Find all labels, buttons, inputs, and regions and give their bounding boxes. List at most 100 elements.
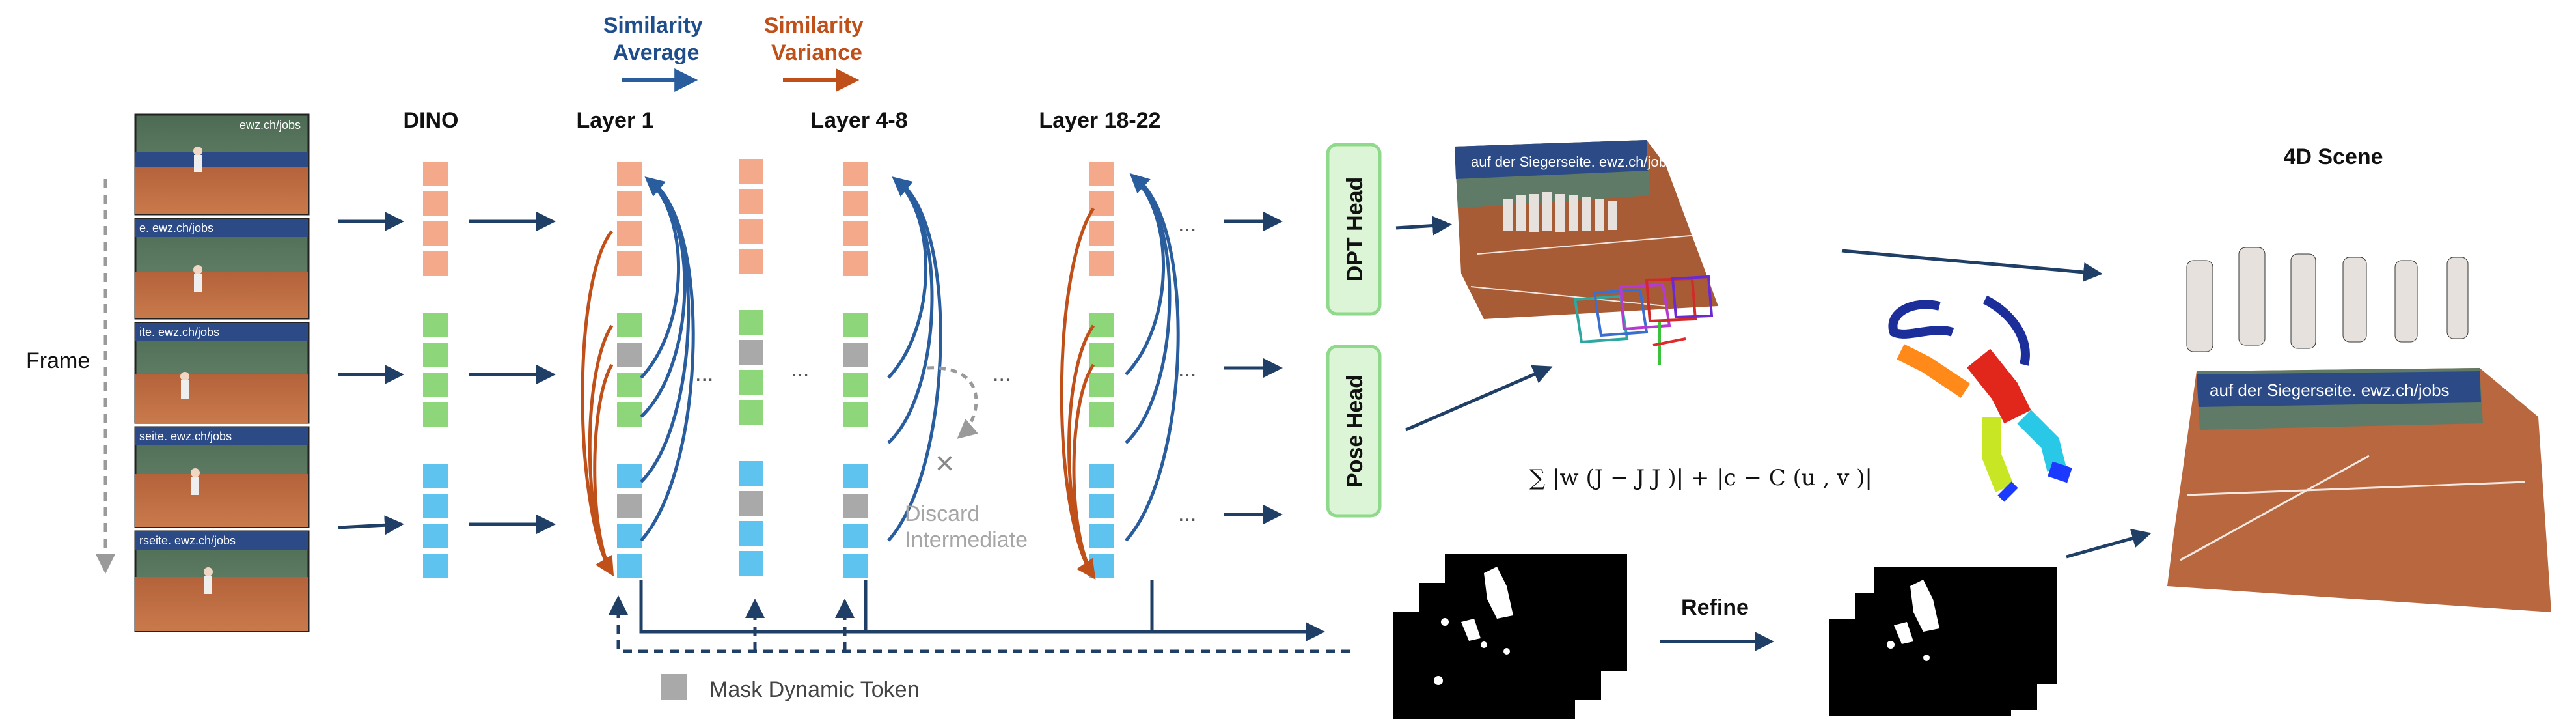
token bbox=[1089, 402, 1114, 427]
token bbox=[1089, 313, 1114, 337]
token bbox=[739, 521, 763, 546]
token bbox=[843, 191, 868, 216]
frame-watermark: e. ewz.ch/jobs bbox=[139, 221, 213, 234]
token bbox=[617, 373, 642, 397]
frame-watermark: ite. ewz.ch/jobs bbox=[139, 326, 219, 339]
token bbox=[1089, 524, 1114, 548]
token bbox=[423, 221, 448, 246]
human-pose-figure bbox=[1888, 295, 2072, 502]
token bbox=[739, 310, 763, 335]
4d-scene-reconstruction: auf der Siegerseite. ewz.ch/jobs bbox=[2167, 247, 2551, 612]
token bbox=[1089, 373, 1114, 397]
token bbox=[739, 159, 763, 184]
token bbox=[843, 221, 868, 246]
mask-feedback-dashed bbox=[609, 595, 1350, 653]
dpt-head-label: DPT Head bbox=[1343, 177, 1367, 282]
token bbox=[739, 370, 763, 395]
token bbox=[1089, 221, 1114, 246]
discard-intermediate-label: Discard Intermediate bbox=[905, 501, 1028, 552]
token bbox=[423, 313, 448, 337]
column-title-dino: DINO bbox=[404, 108, 459, 133]
discard-arrow bbox=[927, 366, 978, 439]
token bbox=[423, 251, 448, 276]
column-title-layer4-8: Layer 4-8 bbox=[810, 108, 907, 133]
token bbox=[1089, 251, 1114, 276]
token bbox=[423, 343, 448, 367]
masked-dynamic-token bbox=[843, 343, 868, 367]
token bbox=[423, 494, 448, 518]
ellipsis: ... bbox=[695, 361, 713, 386]
token bbox=[843, 554, 868, 578]
token bbox=[423, 191, 448, 216]
token bbox=[617, 402, 642, 427]
ellipsis: ... bbox=[1178, 357, 1196, 382]
masked-dynamic-token bbox=[617, 343, 642, 367]
pose-head-label: Pose Head bbox=[1343, 374, 1367, 488]
mask-stack-refined bbox=[1829, 567, 2057, 716]
token bbox=[423, 554, 448, 578]
column-title-layer1: Layer 1 bbox=[576, 108, 653, 133]
masked-dynamic-token bbox=[617, 494, 642, 518]
token bbox=[423, 373, 448, 397]
token bbox=[617, 554, 642, 578]
token bbox=[1089, 343, 1114, 367]
frame-thumbnail: rseite. ewz.ch/jobs bbox=[134, 530, 310, 632]
feedback-connections bbox=[639, 580, 1325, 641]
layer-to-head-arrows bbox=[1224, 212, 1283, 524]
frame-thumbnail: e. ewz.ch/jobs bbox=[134, 218, 310, 320]
layer-ellipses: ... ... ... ... ... ... bbox=[695, 212, 1196, 526]
refine-label: Refine bbox=[1681, 595, 1749, 620]
ellipsis: ... bbox=[993, 361, 1011, 386]
ellipsis: ... bbox=[1178, 501, 1196, 526]
scene-banner: auf der Siegerseite. ewz.ch/jobs bbox=[1471, 154, 1674, 170]
head-output-arrows bbox=[1395, 216, 2152, 559]
layer4-8-similarity-arcs bbox=[887, 176, 942, 542]
pose-head: Pose Head bbox=[1326, 345, 1382, 518]
token bbox=[617, 221, 642, 246]
token bbox=[423, 524, 448, 548]
dino-to-layer1-arrows bbox=[469, 212, 556, 534]
token bbox=[617, 162, 642, 186]
token bbox=[843, 251, 868, 276]
token-columns bbox=[423, 159, 1114, 578]
token bbox=[843, 464, 868, 488]
point-cloud-reconstruction: auf der Siegerseite. ewz.ch/jobs bbox=[1455, 140, 1718, 365]
token bbox=[423, 464, 448, 488]
masked-dynamic-token bbox=[843, 494, 868, 518]
token bbox=[423, 402, 448, 427]
token bbox=[1089, 494, 1114, 518]
token bbox=[423, 162, 448, 186]
similarity-average-label: Similarity Average bbox=[603, 13, 709, 65]
token bbox=[617, 464, 642, 488]
similarity-variance-label: Similarity Variance bbox=[764, 13, 870, 65]
token bbox=[739, 249, 763, 274]
token bbox=[617, 251, 642, 276]
token bbox=[739, 189, 763, 214]
mask-dynamic-token-label: Mask Dynamic Token bbox=[709, 677, 920, 702]
mask-dynamic-token-swatch bbox=[661, 674, 687, 700]
loss-formula: ∑ |w (J − J J )| + |c − C (u , v )| bbox=[1529, 465, 1872, 491]
frame-thumbnail: seite. ewz.ch/jobs bbox=[134, 426, 310, 528]
mask-stack-raw bbox=[1393, 554, 1627, 719]
token bbox=[739, 219, 763, 244]
layer18-22-similarity-arcs bbox=[1060, 173, 1180, 580]
token bbox=[739, 461, 763, 486]
masked-dynamic-token bbox=[739, 491, 763, 516]
frame-watermark: ewz.ch/jobs bbox=[240, 119, 301, 132]
token bbox=[739, 400, 763, 425]
token bbox=[739, 551, 763, 576]
frame-stack: ewz.ch/jobs e. ewz.ch/jobs ite. ewz.ch/j… bbox=[134, 113, 310, 632]
discard-x-icon: × bbox=[935, 445, 954, 481]
scene-title: 4D Scene bbox=[2283, 145, 2383, 169]
token bbox=[1089, 464, 1114, 488]
token bbox=[1089, 162, 1114, 186]
frame-thumbnail: ite. ewz.ch/jobs bbox=[134, 322, 310, 424]
frame-watermark: rseite. ewz.ch/jobs bbox=[139, 534, 236, 547]
layer1-similarity-arcs bbox=[581, 176, 695, 577]
token bbox=[843, 373, 868, 397]
dpt-head: DPT Head bbox=[1326, 143, 1382, 316]
column-title-layer18-22: Layer 18-22 bbox=[1039, 108, 1160, 133]
ellipsis: ... bbox=[791, 357, 809, 382]
token bbox=[617, 313, 642, 337]
